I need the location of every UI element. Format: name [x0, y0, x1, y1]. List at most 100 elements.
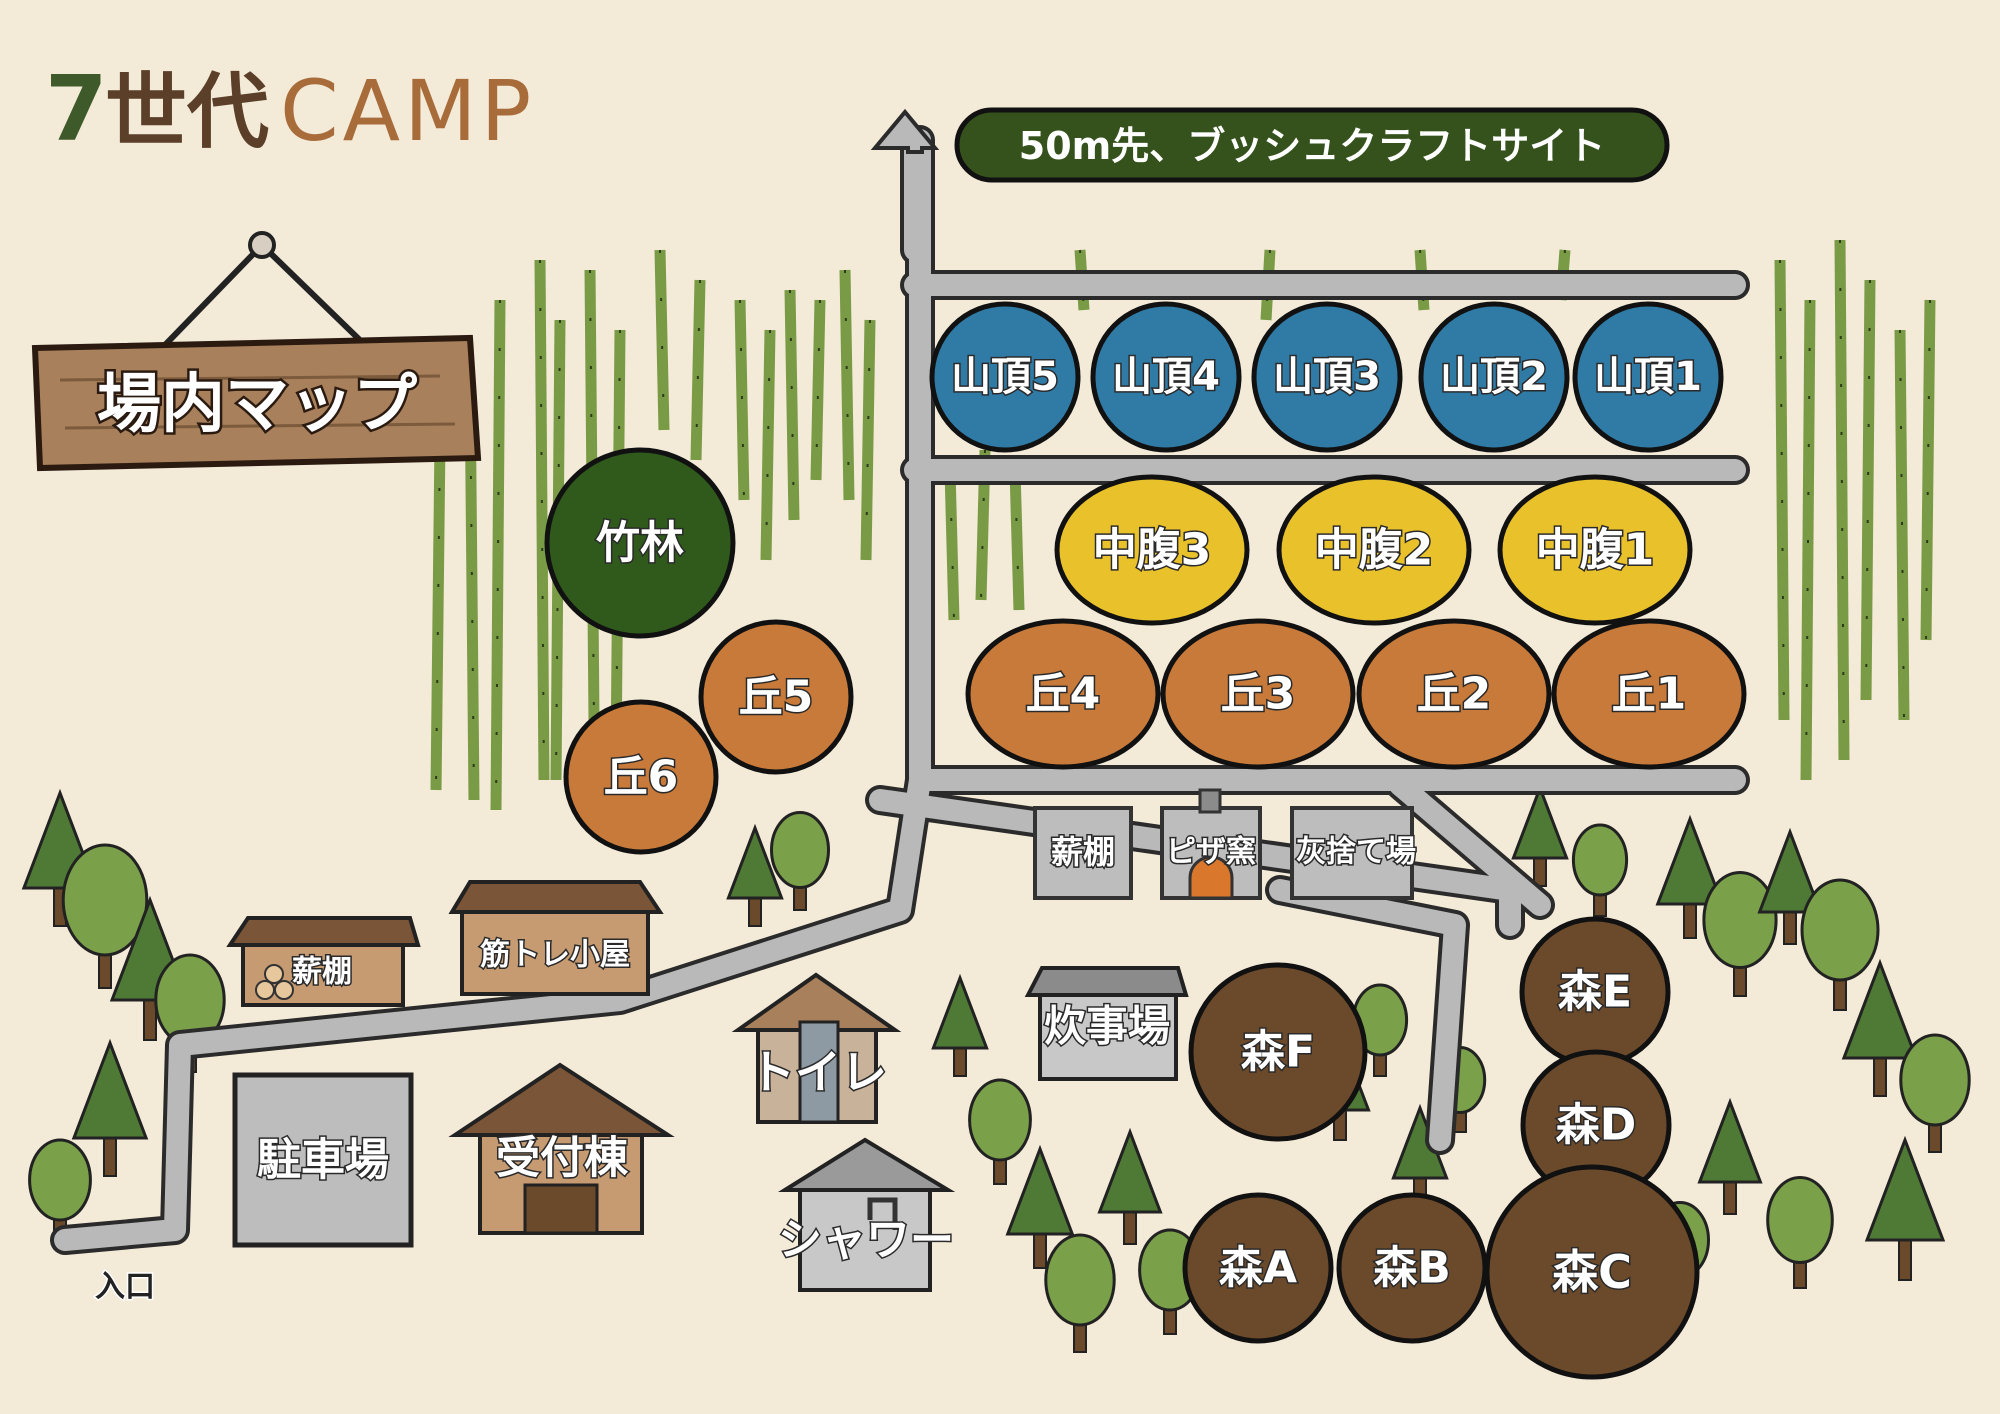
- hanging-sign: 場内マップ: [31, 231, 482, 472]
- site-summit-2[interactable]: 山頂2: [1418, 301, 1570, 453]
- site-hill-5[interactable]: 丘5: [698, 619, 854, 775]
- facility-gym-hut[interactable]: 筋トレ小屋: [448, 880, 664, 996]
- bamboo-stalk-icon: [534, 259, 550, 781]
- site-forest-d-label: 森D: [1556, 1100, 1637, 1151]
- roads: [50, 108, 1750, 1255]
- bamboo-stalk-icon: [1920, 299, 1936, 641]
- site-midslope-2-label: 中腹2: [1315, 525, 1434, 576]
- bamboo-stalk-icon: [1009, 469, 1025, 611]
- sign-title: 場内マップ: [97, 368, 417, 442]
- facility-shower-label: シャワー: [778, 1215, 954, 1266]
- tree-icon: [1697, 1097, 1763, 1215]
- site-summit-3[interactable]: 山頂3: [1251, 301, 1403, 453]
- facility-ash-dump-label: 灰捨て場: [1296, 835, 1416, 870]
- tree-icon: [1005, 1144, 1075, 1269]
- facility-ash-dump[interactable]: 灰捨て場: [1290, 806, 1418, 900]
- tree-icon: [1702, 871, 1778, 997]
- site-midslope-2[interactable]: 中腹2: [1276, 474, 1472, 626]
- facility-parking-label: 駐車場: [257, 1135, 389, 1186]
- tree-decoration: [21, 783, 1971, 1353]
- facility-shower[interactable]: シャワー: [777, 1137, 956, 1292]
- site-forest-b[interactable]: 森B: [1336, 1192, 1488, 1344]
- site-summit-2-label: 山頂2: [1440, 354, 1548, 400]
- site-bamboo-grove[interactable]: 竹林: [544, 447, 736, 639]
- logo-number: 7: [45, 57, 108, 162]
- site-midslope-3-label: 中腹3: [1093, 525, 1212, 576]
- site-hill-3[interactable]: 丘3: [1160, 618, 1356, 770]
- site-forest-d[interactable]: 森D: [1520, 1049, 1672, 1201]
- bamboo-stalk-icon: [1860, 279, 1876, 701]
- tree-icon: [61, 843, 149, 989]
- facility-toilet[interactable]: トイレ: [731, 972, 902, 1124]
- site-hill-2[interactable]: 丘2: [1356, 618, 1552, 770]
- tree-icon: [1766, 1176, 1834, 1289]
- site-forest-f-label: 森F: [1241, 1027, 1315, 1078]
- facility-reception-label: 受付棟: [496, 1133, 629, 1184]
- site-forest-c-label: 森C: [1552, 1245, 1632, 1299]
- tree-icon: [1800, 878, 1880, 1011]
- bamboo-stalk-icon: [810, 299, 826, 481]
- shower-head-icon: [867, 1197, 898, 1230]
- bamboo-stalk-icon: [860, 319, 876, 561]
- bamboo-node-icon: [1839, 239, 1845, 761]
- site-summit-4-label: 山頂4: [1112, 354, 1220, 400]
- tree-icon: [1841, 958, 1919, 1097]
- oven-door-icon: [1188, 855, 1234, 900]
- facility-parking[interactable]: 駐車場: [232, 1072, 414, 1248]
- facility-kitchen-label: 炊事場: [1044, 1002, 1170, 1051]
- bamboo-node-icon: [1805, 299, 1811, 781]
- site-hill-2-label: 丘2: [1417, 669, 1492, 720]
- hill-sites: 丘4 丘3 丘2 丘1 丘5 丘6: [563, 618, 1747, 855]
- logo-latin: CAMP: [280, 62, 535, 160]
- bamboo-stalk-icon: [760, 329, 776, 561]
- site-forest-c[interactable]: 森C: [1484, 1164, 1700, 1380]
- tree-icon: [1097, 1127, 1163, 1245]
- site-hill-1[interactable]: 丘1: [1551, 618, 1747, 770]
- tree-icon: [1864, 1135, 1946, 1281]
- arrow-up-icon: [870, 108, 940, 154]
- midslope-sites: 中腹3 中腹2 中腹1: [1054, 474, 1693, 626]
- site-hill-6[interactable]: 丘6: [563, 699, 719, 855]
- site-forest-a[interactable]: 森A: [1182, 1192, 1334, 1344]
- logo-kanji: 世代: [105, 65, 269, 160]
- site-midslope-3[interactable]: 中腹3: [1054, 474, 1250, 626]
- site-summit-1[interactable]: 山頂1: [1572, 301, 1724, 453]
- bamboo-stalk-icon: [1834, 239, 1850, 761]
- tree-icon: [770, 811, 830, 911]
- facility-firewood-shed-small[interactable]: 薪棚: [1033, 806, 1133, 900]
- bamboo-stalk-icon: [430, 439, 446, 791]
- tree-icon: [1757, 827, 1823, 945]
- banner-text: 50m先、ブッシュクラフトサイト: [1019, 124, 1605, 168]
- tree-icon: [1655, 814, 1725, 939]
- bamboo-stalk-icon: [1774, 259, 1790, 721]
- forest-sites: 森F 森E 森D 森A 森B 森C: [1182, 916, 1700, 1380]
- facility-kitchen[interactable]: 炊事場: [1024, 966, 1189, 1081]
- site-bamboo-grove-label: 竹林: [596, 518, 684, 569]
- facility-reception[interactable]: 受付棟: [448, 1062, 675, 1235]
- site-forest-f[interactable]: 森F: [1188, 962, 1368, 1142]
- site-midslope-1[interactable]: 中腹1: [1497, 474, 1693, 626]
- facility-toilet-label: トイレ: [749, 1045, 887, 1099]
- chimney-icon: [1198, 788, 1222, 814]
- site-hill-5-label: 丘5: [739, 672, 814, 723]
- facility-pizza-oven[interactable]: ピザ窯: [1160, 788, 1262, 900]
- tree-icon: [1351, 983, 1409, 1077]
- bamboo-stalk-icon: [690, 279, 706, 461]
- site-forest-e[interactable]: 森E: [1519, 916, 1671, 1068]
- tree-icon: [726, 823, 784, 927]
- facility-firewood-shed-label: 薪棚: [292, 955, 352, 990]
- site-summit-4[interactable]: 山頂4: [1090, 301, 1242, 453]
- site-summit-5[interactable]: 山頂5: [929, 301, 1081, 453]
- tree-icon: [968, 1078, 1032, 1185]
- site-hill-1-label: 丘1: [1612, 669, 1687, 720]
- site-hill-3-label: 丘3: [1221, 669, 1296, 720]
- sign-board: [31, 334, 482, 472]
- bamboo-node-icon: [539, 259, 545, 781]
- nail-icon: [248, 231, 276, 259]
- facility-firewood-shed[interactable]: 薪棚: [226, 916, 421, 1007]
- site-hill-4[interactable]: 丘4: [965, 618, 1161, 770]
- facilities: 薪棚 ピザ窯 灰捨て場 薪棚 筋ト: [226, 788, 1418, 1292]
- logo: 7 世代 CAMP: [45, 57, 535, 162]
